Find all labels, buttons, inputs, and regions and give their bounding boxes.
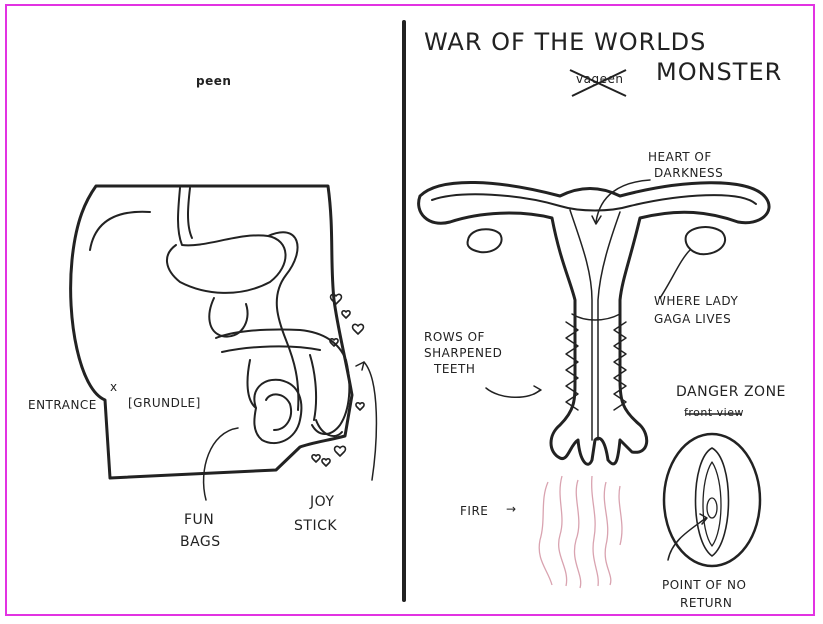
testicle — [254, 380, 301, 443]
label-entrance: ENTRANCE — [28, 398, 97, 412]
heart-pointer — [596, 180, 650, 222]
fire-arrow: → — [506, 502, 517, 516]
left-title: peen — [196, 74, 231, 88]
label-fun-bags-2: BAGS — [180, 534, 221, 550]
gaga-pointer — [660, 250, 690, 298]
label-teeth-1: ROWS OF — [424, 330, 485, 344]
label-joy-stick-2: STICK — [294, 518, 337, 534]
right-title: WAR OF THE WORLDS — [424, 28, 706, 56]
label-grundle: [GRUNDLE] — [128, 396, 201, 410]
label-joy-stick-1: JOY — [310, 494, 334, 510]
label-gaga-1: WHERE LADY — [654, 294, 738, 308]
label-fire: FIRE — [460, 504, 488, 518]
label-heart-1: HEART OF — [648, 150, 712, 164]
fire-drawing — [539, 476, 622, 588]
teeth-pointer — [486, 388, 540, 397]
label-no-return-1: POINT OF NO — [662, 578, 746, 592]
ovary-right — [686, 227, 725, 254]
right-title-monster: MONSTER — [656, 58, 782, 86]
fun-bags-pointer — [204, 428, 238, 500]
entrance-mark: x — [110, 380, 118, 394]
joy-stick-pointer — [364, 362, 376, 480]
label-no-return-2: RETURN — [680, 596, 732, 610]
ovary-left — [468, 229, 502, 252]
label-heart-2: DARKNESS — [654, 166, 723, 180]
label-front-view: front view — [684, 406, 744, 419]
label-teeth-2: SHARPENED — [424, 346, 502, 360]
label-teeth-3: TEETH — [434, 362, 475, 376]
label-gaga-2: GAGA LIVES — [654, 312, 731, 326]
struck-word: vageen — [576, 72, 623, 86]
label-danger-zone: DANGER ZONE — [676, 384, 786, 400]
label-fun-bags-1: FUN — [184, 512, 214, 528]
